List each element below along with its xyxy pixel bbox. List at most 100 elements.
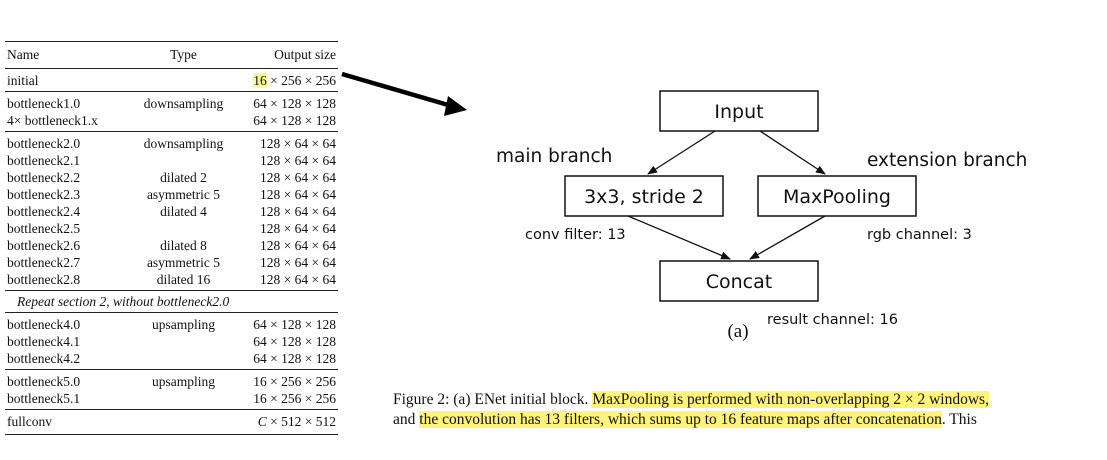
row-type: dilated 8 (160, 238, 207, 253)
row-name: bottleneck4.2 (7, 351, 81, 366)
table-row: bottleneck4.2 64 × 128 × 128 (5, 350, 338, 370)
pointer-arrow (341, 71, 467, 116)
table-row: bottleneck2.7 asymmetric 5 128 × 64 × 64 (5, 254, 338, 271)
header-name: Name (7, 47, 40, 62)
row-output: 128 × 64 × 64 (260, 255, 336, 270)
row-output: 128 × 64 × 64 (260, 221, 336, 236)
figure-caption: Figure 2: (a) ENet initial block. MaxPoo… (393, 390, 1105, 430)
architecture-table: Name Type Output size initial 16 × 256 ×… (5, 41, 338, 435)
input-box (659, 90, 819, 132)
row-name: bottleneck2.5 (7, 221, 81, 236)
caption-line2-end: . This (941, 411, 977, 428)
row-type: upsampling (152, 317, 215, 332)
table-row: bottleneck1.0 downsampling 64 × 128 × 128 (5, 91, 338, 113)
table-row-repeat-note: Repeat section 2, without bottleneck2.0 (5, 290, 338, 313)
row-output: 128 × 64 × 64 (260, 153, 336, 168)
repeat-note: Repeat section 2, without bottleneck2.0 (17, 294, 230, 309)
table-row-fullconv: fullconv C × 512 × 512 (5, 409, 338, 435)
arrow-input-to-conv (647, 130, 716, 175)
arrow-conv-to-concat (627, 215, 731, 260)
row-type: downsampling (143, 96, 224, 111)
row-output-rest: × 256 × 256 (266, 73, 336, 88)
enet-initial-block-diagram: Input 3x3, stride 2 MaxPooling Concat ma… (496, 90, 1027, 342)
table-row: bottleneck5.0 upsampling 16 × 256 × 256 (5, 369, 338, 391)
row-output: 128 × 64 × 64 (260, 272, 336, 287)
row-output: 16 × 256 × 256 (253, 374, 336, 389)
row-output-rest: × 512 × 512 (266, 414, 336, 429)
row-name: bottleneck2.7 (7, 255, 81, 270)
header-output-size: Output size (274, 47, 336, 62)
table-row: bottleneck2.6 dilated 8 128 × 64 × 64 (5, 237, 338, 254)
row-name: bottleneck4.1 (7, 334, 81, 349)
row-name: bottleneck1.0 (7, 96, 81, 111)
caption-prefix: Figure 2: (a) ENet initial block. (393, 391, 593, 408)
caption-line2-start: and (393, 411, 420, 428)
concat-label: Concat (706, 271, 772, 293)
table-row: 4× bottleneck1.x 64 × 128 × 128 (5, 112, 338, 132)
row-output: 128 × 64 × 64 (260, 238, 336, 253)
row-name: fullconv (5, 409, 129, 435)
row-name: bottleneck2.2 (7, 170, 81, 185)
subfigure-label: (a) (727, 321, 748, 342)
main-branch-label: main branch (496, 146, 612, 167)
row-name: bottleneck2.1 (7, 153, 81, 168)
row-type (129, 220, 238, 237)
concat-box (659, 260, 819, 302)
maxpool-box (757, 175, 917, 217)
conv-box (564, 175, 724, 217)
header-type: Type (170, 47, 197, 62)
row-output: 64 × 128 × 128 (253, 334, 336, 349)
row-output: 16 × 256 × 256 (253, 391, 336, 406)
table-row: bottleneck2.5 128 × 64 × 64 (5, 220, 338, 237)
caption-highlight-2: the convolution has 13 filters, which su… (419, 411, 942, 428)
table-row: bottleneck2.2 dilated 2 128 × 64 × 64 (5, 169, 338, 186)
row-type (129, 350, 238, 370)
row-type: asymmetric 5 (146, 255, 221, 270)
row-type: dilated 16 (156, 272, 211, 287)
input-label: Input (714, 101, 763, 123)
row-type (129, 333, 238, 350)
table-row: bottleneck4.1 64 × 128 × 128 (5, 333, 338, 350)
row-type: dilated 2 (160, 170, 207, 185)
rgb-channel-label: rgb channel: 3 (867, 227, 972, 243)
row-output: 64 × 128 × 128 (253, 96, 336, 111)
row-output: 128 × 64 × 64 (260, 187, 336, 202)
row-type: upsampling (152, 374, 215, 389)
row-name: 4× bottleneck1.x (7, 113, 98, 128)
row-name: bottleneck2.0 (7, 136, 81, 151)
row-name: bottleneck5.1 (7, 391, 81, 406)
row-name: bottleneck5.0 (7, 374, 81, 389)
result-channel-label: result channel: 16 (767, 312, 898, 328)
table-row: bottleneck2.8 dilated 16 128 × 64 × 64 (5, 271, 338, 291)
row-output: 128 × 64 × 64 (260, 204, 336, 219)
highlighted-channels: 16 (253, 73, 267, 88)
conv-filter-label: conv filter: 13 (525, 227, 626, 243)
row-name: bottleneck2.6 (7, 238, 81, 253)
row-output: 64 × 128 × 128 (253, 351, 336, 366)
row-output-var: C (257, 414, 267, 429)
table-row: bottleneck5.1 16 × 256 × 256 (5, 390, 338, 410)
row-name: bottleneck2.8 (7, 272, 81, 287)
row-output: 128 × 64 × 64 (260, 136, 336, 151)
row-type (129, 152, 238, 169)
table-row: bottleneck2.4 dilated 4 128 × 64 × 64 (5, 203, 338, 220)
row-name: bottleneck2.3 (7, 187, 81, 202)
row-type: dilated 4 (160, 204, 207, 219)
table-row-initial: initial 16 × 256 × 256 (5, 68, 338, 92)
row-output: 64 × 128 × 128 (253, 113, 336, 128)
arrow-input-to-maxpool (759, 130, 826, 175)
table-row: bottleneck2.1 128 × 64 × 64 (5, 152, 338, 169)
row-name: initial (7, 73, 39, 88)
conv-label: 3x3, stride 2 (584, 186, 704, 208)
extension-branch-label: extension branch (867, 150, 1027, 171)
maxpool-label: MaxPooling (783, 186, 891, 208)
row-name: bottleneck4.0 (7, 317, 81, 332)
row-type (129, 390, 238, 410)
row-output: 128 × 64 × 64 (260, 170, 336, 185)
row-output: 64 × 128 × 128 (253, 317, 336, 332)
table-row: bottleneck4.0 upsampling 64 × 128 × 128 (5, 312, 338, 334)
row-name: bottleneck2.4 (7, 204, 81, 219)
row-type (129, 112, 238, 132)
